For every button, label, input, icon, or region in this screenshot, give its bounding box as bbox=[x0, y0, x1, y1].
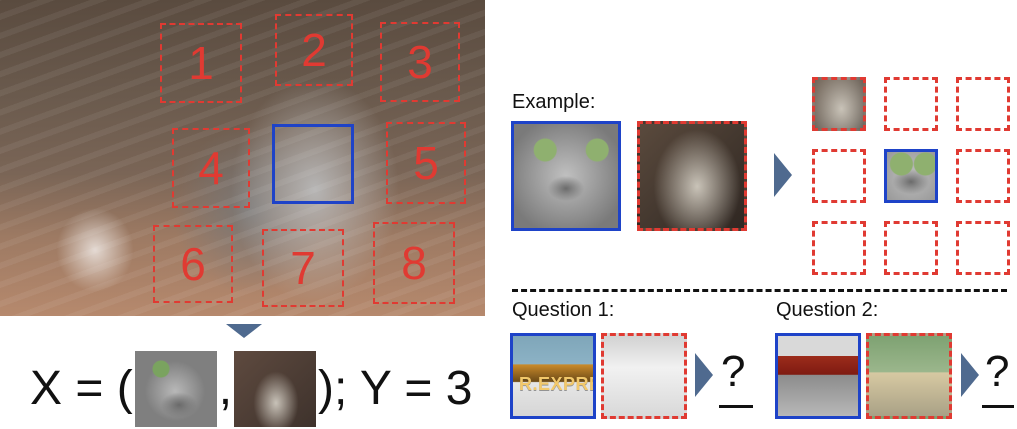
patch-8-label: 8 bbox=[401, 237, 427, 289]
equation-center-thumbnail bbox=[134, 351, 217, 427]
patch-2-label: 2 bbox=[301, 24, 327, 76]
grid-cell-2 bbox=[884, 77, 938, 131]
question-1-arrow-icon bbox=[695, 353, 713, 397]
patch-5: 5 bbox=[386, 122, 466, 204]
patch-8: 8 bbox=[373, 222, 455, 304]
equation-neighbor-thumbnail bbox=[234, 351, 317, 427]
patch-2: 2 bbox=[275, 14, 353, 86]
example-arrow-icon bbox=[774, 153, 792, 197]
question-1-neighbor-image bbox=[601, 333, 687, 419]
patch-6: 6 bbox=[153, 225, 233, 303]
question-2-neighbor-image bbox=[866, 333, 952, 419]
center-patch bbox=[272, 124, 354, 204]
grid-cell-4 bbox=[812, 149, 866, 203]
patch-1: 1 bbox=[160, 23, 242, 103]
question-2-label: Question 2: bbox=[776, 299, 879, 321]
patch-7-label: 7 bbox=[290, 242, 316, 294]
example-label: Example: bbox=[512, 91, 596, 113]
down-arrow-icon bbox=[226, 324, 262, 338]
equation-x-prefix: X = ( bbox=[30, 362, 133, 415]
grid-cell-8 bbox=[884, 221, 938, 275]
grid-cell-1 bbox=[812, 77, 866, 131]
cat-photo: 1 2 3 4 5 6 7 8 bbox=[0, 0, 485, 316]
equation: X = ( , ); Y = 3 bbox=[30, 351, 473, 427]
question-1-label: Question 1: bbox=[512, 299, 615, 321]
grid-cell-7 bbox=[812, 221, 866, 275]
grid-cell-6 bbox=[956, 149, 1010, 203]
patch-4: 4 bbox=[172, 128, 250, 208]
example-center-image bbox=[511, 121, 621, 231]
patch-5-label: 5 bbox=[413, 137, 439, 189]
grid-cell-9 bbox=[956, 221, 1010, 275]
equation-suffix: ); Y = 3 bbox=[318, 362, 473, 415]
patch-3: 3 bbox=[380, 22, 460, 102]
patch-4-label: 4 bbox=[198, 142, 224, 194]
example-neighbor-image bbox=[637, 121, 747, 231]
question-2-answer-line bbox=[982, 405, 1014, 408]
patch-1-label: 1 bbox=[188, 37, 214, 89]
patch-7: 7 bbox=[262, 229, 344, 307]
bus-sign-text: R.EXPRESS bbox=[519, 374, 593, 394]
question-2-center-image bbox=[775, 333, 861, 419]
question-1-mark: ? bbox=[721, 347, 746, 396]
question-1-answer-line bbox=[719, 405, 753, 408]
patch-6-label: 6 bbox=[180, 238, 206, 290]
grid-center-cell bbox=[884, 149, 938, 203]
question-1-center-image: R.EXPRESS bbox=[510, 333, 596, 419]
question-2-arrow-icon bbox=[961, 353, 979, 397]
patch-3-label: 3 bbox=[407, 36, 433, 88]
section-separator bbox=[512, 289, 1007, 292]
question-2-mark: ? bbox=[985, 347, 1010, 396]
equation-comma: , bbox=[218, 362, 233, 415]
photo-texture bbox=[0, 0, 485, 316]
grid-cell-3 bbox=[956, 77, 1010, 131]
